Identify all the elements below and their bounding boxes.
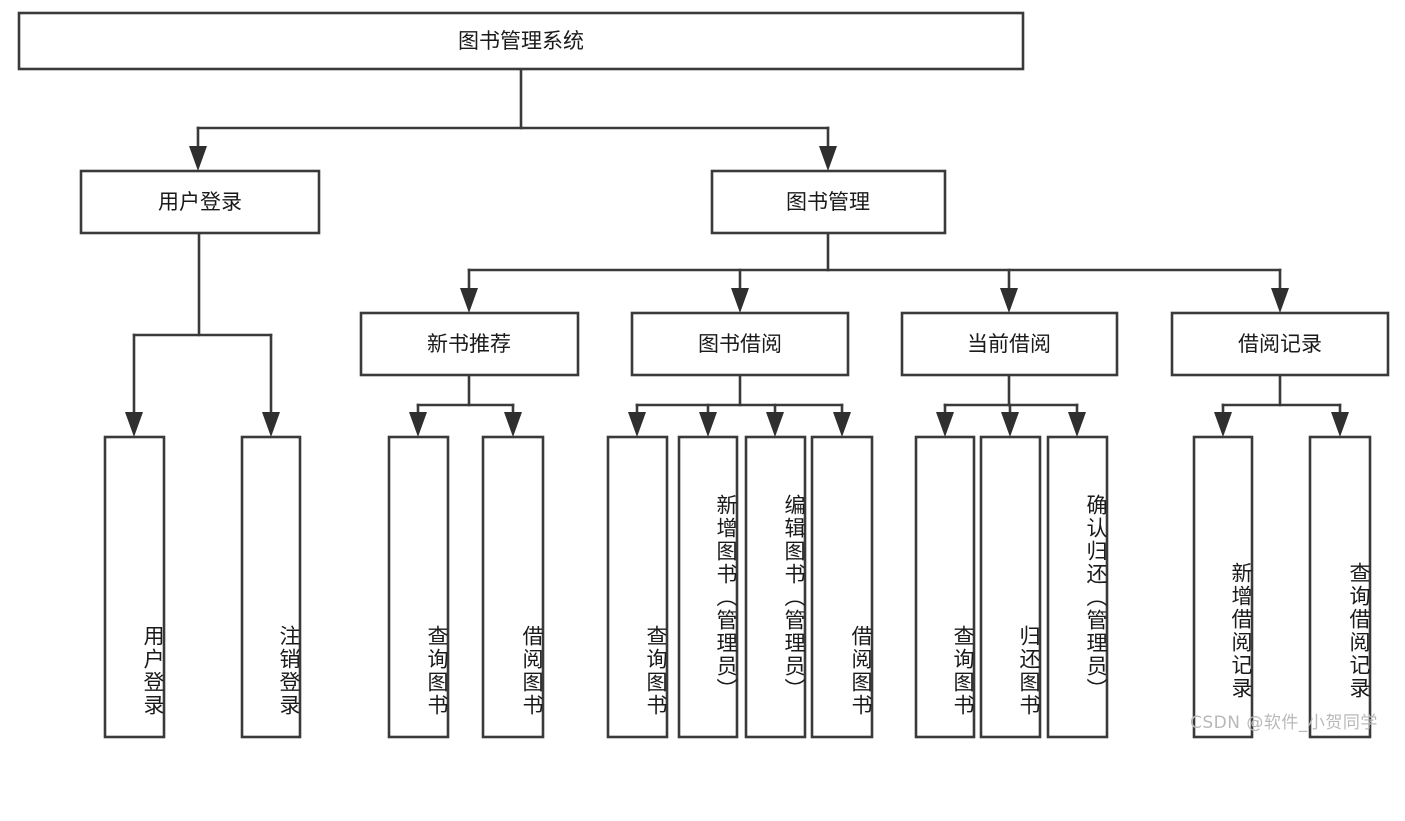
arrow-bb-leaf-1 [628,412,646,437]
node-current-borrow-label: 当前借阅 [967,332,1051,356]
arrow-to-user-login [189,146,207,171]
arrow-bb-leaf-2 [699,412,717,437]
node-root-box[interactable] [17,11,1025,71]
leaf-box-layer [103,435,1372,739]
node-borrow-record-box[interactable] [1170,311,1390,377]
diagram-svg: 图书管理系统 用户登录 图书管理 新书推荐 图书借阅 当前借阅 借阅记录 [17,11,1390,739]
diagram-canvas: 图书管理系统 用户登录 图书管理 新书推荐 图书借阅 当前借阅 借阅记录 [17,11,1390,739]
node-root[interactable]: 图书管理系统 [17,11,1025,71]
node-book-borrow-label: 图书借阅 [698,332,782,356]
leaf-box-query-book-bb[interactable] [606,435,669,739]
node-new-book-recommend-label: 新书推荐 [427,332,511,356]
arrow-nbr-leaf-1 [409,412,427,437]
node-book-mgmt-label: 图书管理 [786,190,870,214]
arrow-br-leaf-1 [1214,412,1232,437]
arrow-to-new-book-rec [460,288,478,313]
arrow-nbr-leaf-2 [504,412,522,437]
arrow-bb-leaf-3 [766,412,784,437]
leaf-box-return-book[interactable] [979,435,1042,739]
node-user-login-label: 用户登录 [158,190,242,214]
leaf-box-query-book-cb[interactable] [914,435,976,739]
leaf-box-add-book-admin[interactable] [677,435,739,739]
leaf-box-query-book-nbr[interactable] [387,435,450,739]
arrow-to-borrow-record [1271,288,1289,313]
node-root-label: 图书管理系统 [458,29,584,53]
leaf-box-confirm-return[interactable] [1046,435,1109,739]
node-book-borrow[interactable]: 图书借阅 [630,311,850,377]
arrow-to-leaf-user-login [125,412,143,437]
leaf-box-user-login[interactable] [103,435,166,739]
arrow-to-book-borrow [731,288,749,313]
node-user-login-box[interactable] [79,169,321,235]
arrow-cb-leaf-3 [1068,412,1086,437]
arrow-br-leaf-2 [1331,412,1349,437]
leaf-box-add-borrow-record[interactable] [1192,435,1254,739]
node-current-borrow-box[interactable] [900,311,1119,377]
csdn-watermark: CSDN @软件_小贺同学 [1190,713,1378,733]
node-new-book-recommend-box[interactable] [359,311,580,377]
node-new-book-recommend[interactable]: 新书推荐 [359,311,580,377]
node-book-mgmt[interactable]: 图书管理 [710,169,947,235]
leaf-box-borrow-book-nbr[interactable] [481,435,545,739]
arrow-to-current-borrow [1000,288,1018,313]
node-book-borrow-box[interactable] [630,311,850,377]
connector-layer [125,67,1349,437]
node-user-login[interactable]: 用户登录 [79,169,321,235]
arrow-to-book-mgmt [819,146,837,171]
leaf-box-logout[interactable] [240,435,302,739]
arrow-bb-leaf-4 [833,412,851,437]
arrow-to-leaf-logout [262,412,280,437]
leaf-box-query-borrow-record[interactable] [1308,435,1372,739]
node-current-borrow[interactable]: 当前借阅 [900,311,1119,377]
arrow-cb-leaf-1 [936,412,954,437]
leaf-box-borrow-book-bb[interactable] [810,435,874,739]
leaf-box-edit-book-admin[interactable] [744,435,807,739]
node-borrow-record-label: 借阅记录 [1238,332,1322,356]
node-book-mgmt-box[interactable] [710,169,947,235]
arrow-cb-leaf-2 [1001,412,1019,437]
node-borrow-record[interactable]: 借阅记录 [1170,311,1390,377]
